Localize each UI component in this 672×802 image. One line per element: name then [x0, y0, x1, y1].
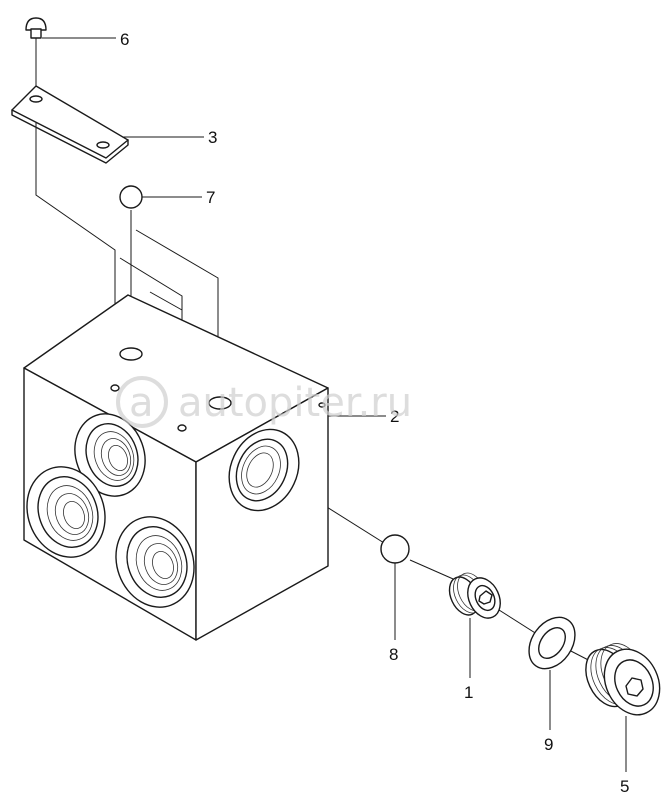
part-7-oring [119, 185, 143, 209]
part-3-plate [11, 85, 129, 164]
part-9-washer [528, 616, 576, 670]
port-front-lower-right [115, 516, 195, 608]
callout-7: 7 [206, 188, 215, 207]
port-side [228, 428, 300, 512]
part-5-plug [585, 643, 661, 716]
watermark-logo-icon [116, 376, 168, 428]
part-1-plug [448, 572, 501, 619]
part-2-valve-block [23, 291, 329, 641]
callout-1: 1 [464, 683, 473, 702]
callout-5: 5 [620, 777, 629, 796]
callout-8: 8 [389, 645, 398, 664]
callout-9: 9 [544, 735, 553, 754]
watermark-text: autopiter.ru [178, 380, 412, 426]
callout-2: 2 [390, 407, 399, 426]
part-8-oring [380, 534, 410, 564]
watermark: a autopiter.ru [116, 376, 412, 428]
callout-6: 6 [120, 30, 129, 49]
callout-3: 3 [208, 128, 217, 147]
watermark-logo-glyph: a [129, 380, 154, 426]
port-front-upper [74, 413, 146, 497]
part-6-rivet [25, 17, 47, 94]
port-front-lower-left [26, 466, 106, 558]
callouts: 6 3 7 2 8 1 9 5 [42, 30, 629, 796]
leader-8-to-1 [409, 559, 461, 583]
